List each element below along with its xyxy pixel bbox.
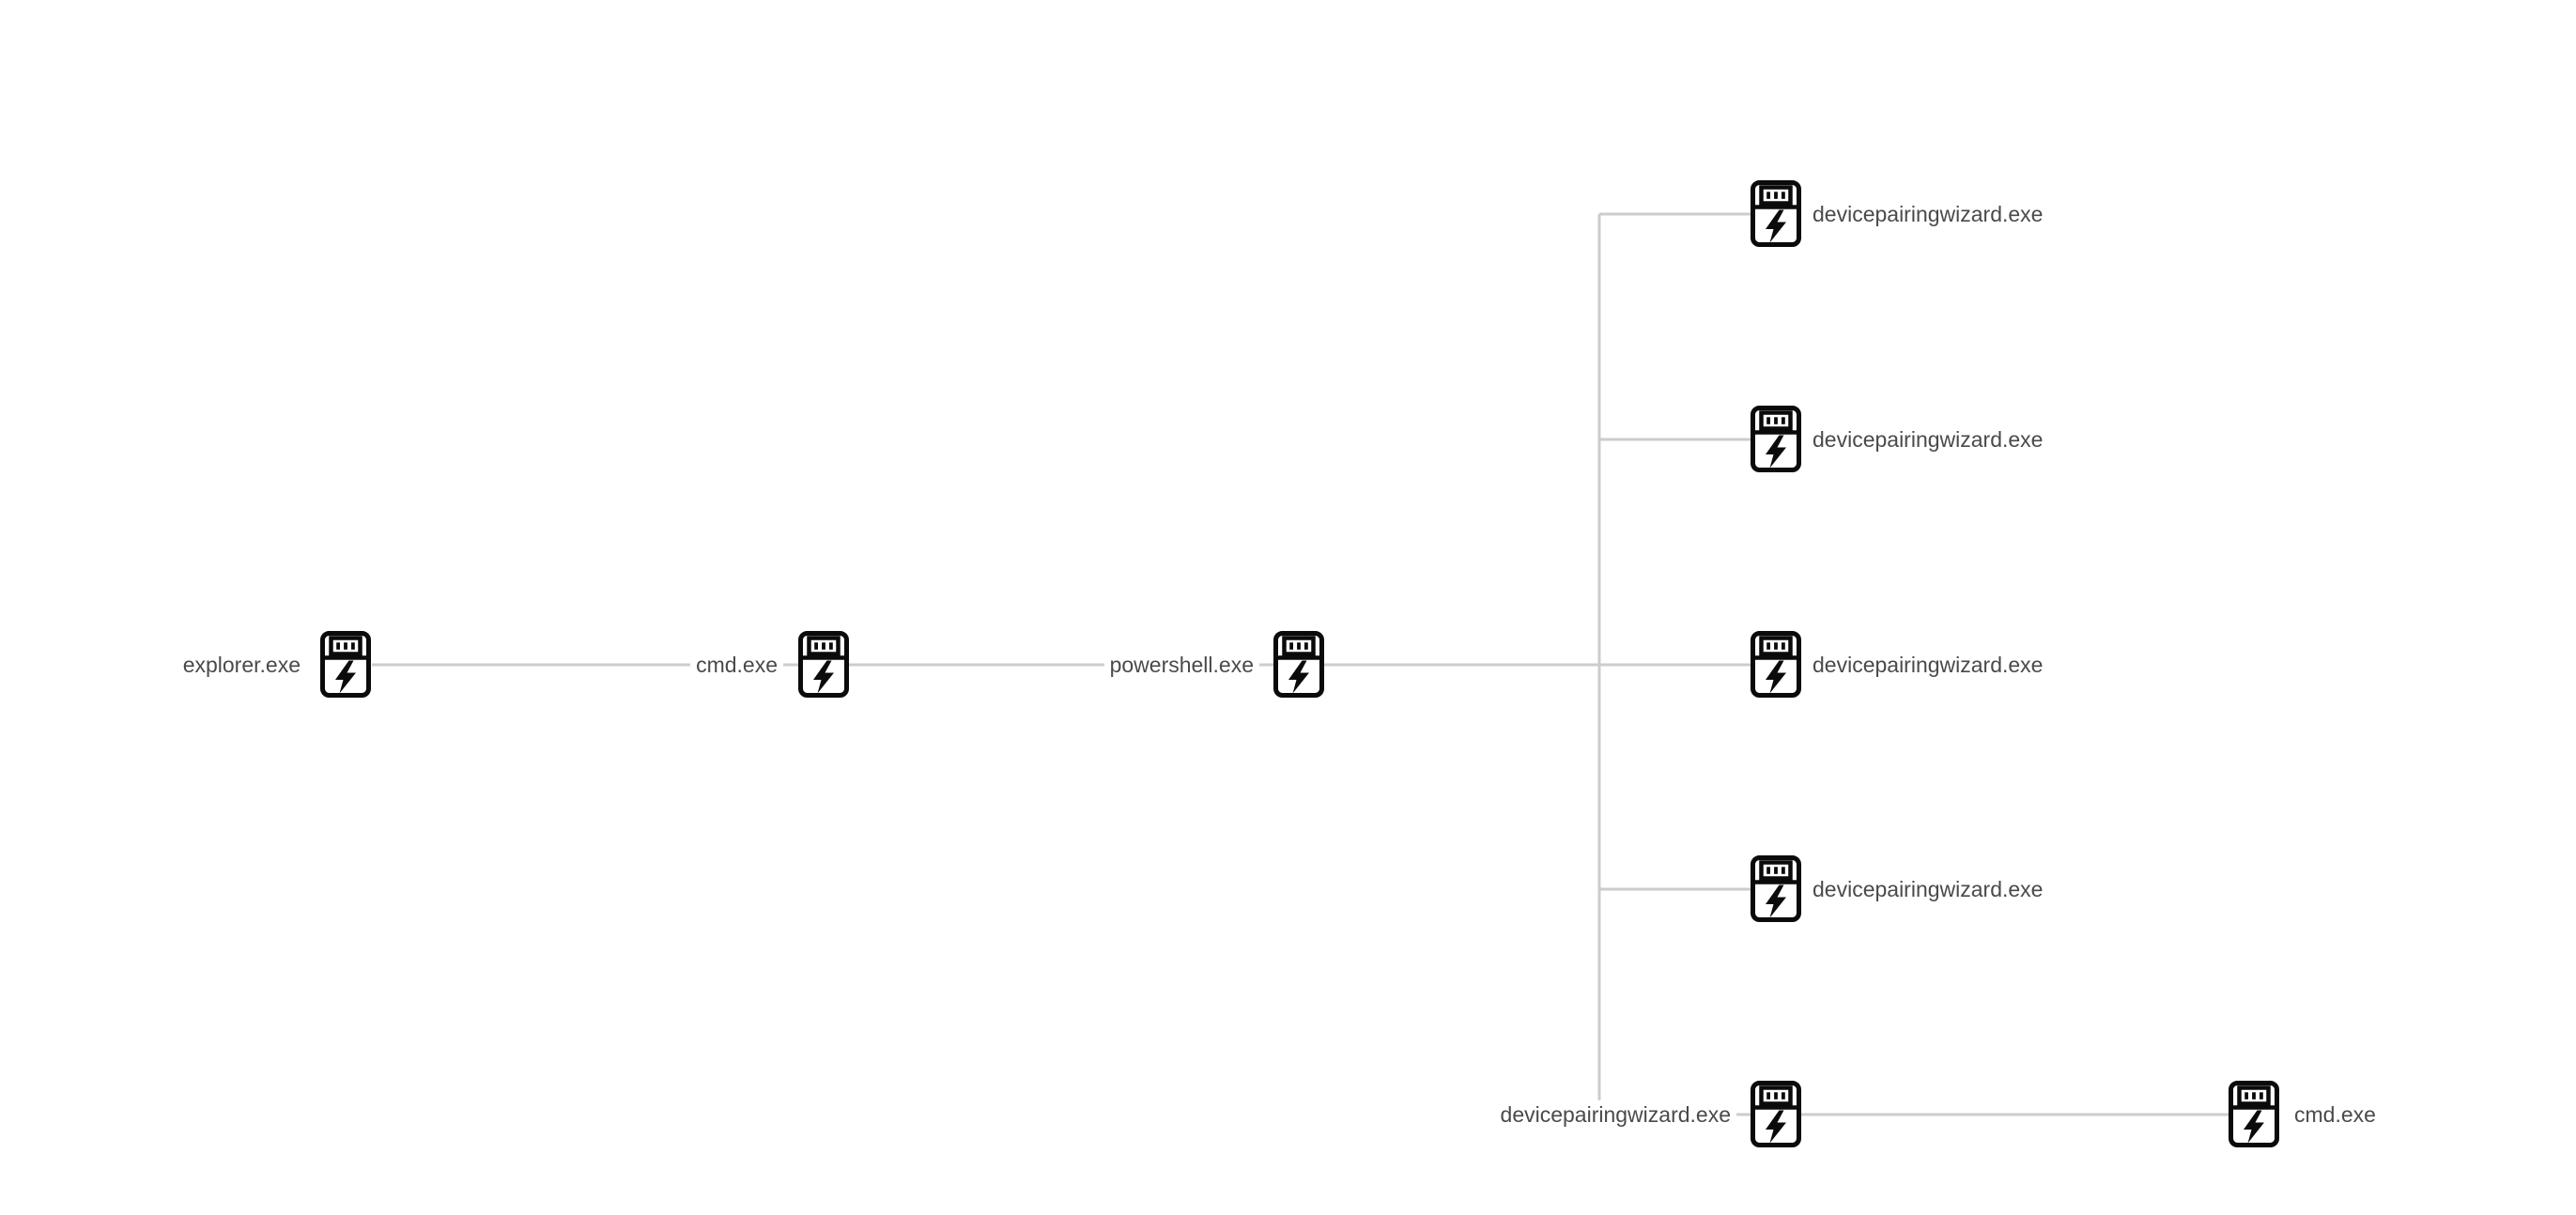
process-label: devicepairingwizard.exe: [1807, 650, 2049, 680]
process-label: devicepairingwizard.exe: [1807, 424, 2049, 454]
process-icon[interactable]: [1751, 631, 1801, 698]
process-label: devicepairingwizard.exe: [1494, 1100, 1736, 1130]
process-icon[interactable]: [1273, 631, 1324, 698]
process-label: powershell.exe: [1103, 650, 1259, 680]
process-icon[interactable]: [320, 631, 371, 698]
process-icon[interactable]: [798, 631, 849, 698]
process-label: cmd.exe: [2289, 1100, 2382, 1130]
process-icon[interactable]: [1751, 855, 1801, 922]
process-label: explorer.exe: [177, 650, 306, 680]
process-icon[interactable]: [1751, 406, 1801, 472]
process-label: cmd.exe: [690, 650, 783, 680]
process-icon[interactable]: [1751, 1081, 1801, 1147]
process-label: devicepairingwizard.exe: [1807, 199, 2049, 229]
process-icon[interactable]: [1751, 180, 1801, 247]
process-icon[interactable]: [2229, 1081, 2279, 1147]
process-label: devicepairingwizard.exe: [1807, 874, 2049, 904]
